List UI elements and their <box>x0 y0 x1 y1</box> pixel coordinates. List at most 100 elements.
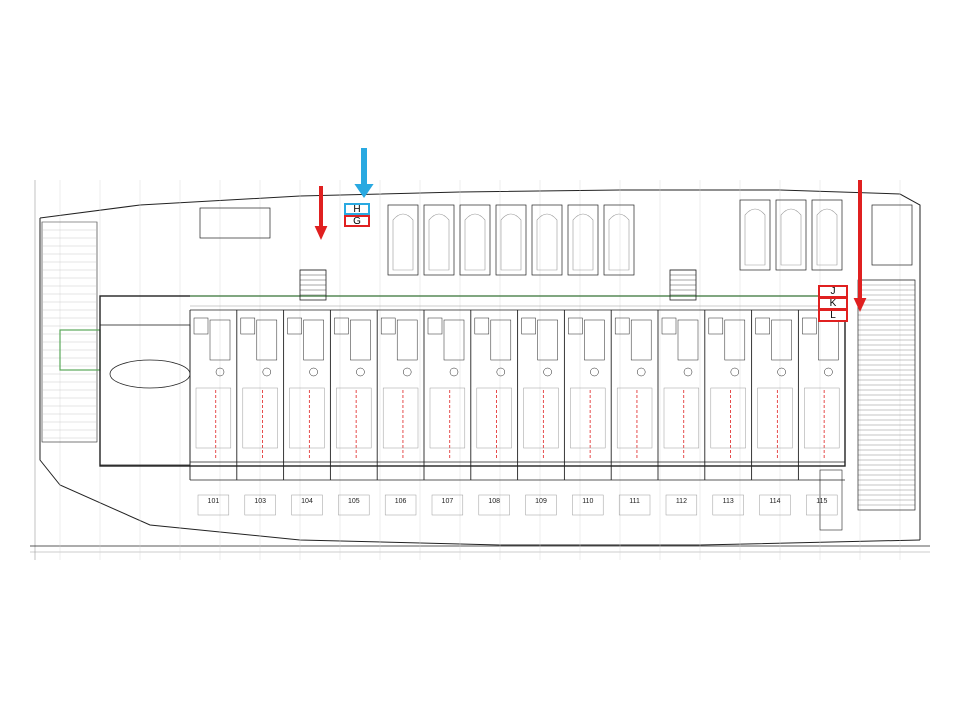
stairs <box>299 269 327 301</box>
unit-wet-area <box>490 319 512 361</box>
unit-tag <box>618 494 651 516</box>
unit-room <box>663 387 700 449</box>
unit-fixture <box>730 367 740 377</box>
unit-door <box>661 317 677 335</box>
car-outline <box>608 213 630 271</box>
stall-outline <box>531 204 563 276</box>
arrow-down-blue-icon <box>354 148 374 198</box>
building-outline <box>99 295 846 467</box>
unit-number: 114 <box>769 498 780 505</box>
unit-fixture <box>777 367 786 377</box>
unit-fixture <box>309 367 318 377</box>
unit-fixture <box>824 367 833 377</box>
unit-tag <box>338 494 370 516</box>
unit-room <box>336 387 372 449</box>
unit-room <box>616 387 653 449</box>
unit-wet-area <box>818 319 839 361</box>
car-outline <box>536 213 558 271</box>
unit-room <box>757 387 793 449</box>
unit-wet-area <box>630 319 652 361</box>
lobby-oval <box>109 359 191 389</box>
unit-fixture <box>496 367 506 377</box>
unit-number: 104 <box>301 498 313 505</box>
parking-stall <box>459 204 491 276</box>
stairs <box>669 269 697 301</box>
unit-wet-area <box>537 319 558 361</box>
unit-number: 112 <box>676 498 687 505</box>
unit-fixture <box>215 367 225 377</box>
unit-bay: 108 <box>470 310 512 516</box>
parking-stall-west <box>199 207 271 239</box>
unit-wet-area <box>771 319 792 361</box>
unit-bay: 106 <box>376 310 419 516</box>
unit-fixture <box>402 367 412 377</box>
arrow-head <box>314 226 328 240</box>
stall-outline <box>495 204 527 276</box>
unit-room <box>804 387 840 449</box>
arrow-head <box>354 184 374 198</box>
site-boundary-north <box>39 189 921 540</box>
stall-outline <box>775 199 807 271</box>
stall-outline <box>811 199 843 271</box>
unit-number: 101 <box>208 498 220 505</box>
unit-bay: 110 <box>563 310 606 516</box>
unit-door <box>474 317 490 335</box>
marker-h: H <box>344 203 370 215</box>
parking-stall <box>603 204 635 276</box>
unit-door <box>380 317 396 335</box>
marker-g: G <box>344 215 370 227</box>
unit-bay: 112 <box>657 310 700 516</box>
car-outline <box>780 208 802 266</box>
car-outline <box>744 208 766 266</box>
unit-bay: 114 <box>751 310 793 516</box>
east-stair-box <box>819 469 843 531</box>
parking-stall <box>775 199 807 271</box>
parking-stall <box>739 199 771 271</box>
unit-bay: 115 <box>797 310 840 516</box>
stall-outline <box>459 204 491 276</box>
parking-stall <box>567 204 599 276</box>
unit-fixture <box>543 367 552 377</box>
unit-wet-area <box>584 319 605 361</box>
unit-number: 115 <box>816 498 827 505</box>
ramp-outline <box>857 279 916 511</box>
parking-stall-east <box>871 204 913 266</box>
unit-bay: 113 <box>704 310 746 516</box>
unit-bay: 107 <box>423 310 466 516</box>
car-outline <box>572 213 594 271</box>
unit-room <box>429 387 466 449</box>
unit-door <box>287 317 302 335</box>
parking-stall <box>387 204 419 276</box>
arrow-down-red-icon <box>314 186 328 240</box>
east-ramp <box>857 279 916 511</box>
stall-outline <box>739 199 771 271</box>
unit-tag <box>712 494 744 516</box>
unit-number: 106 <box>395 498 407 505</box>
unit-tag <box>525 494 557 516</box>
unit-room <box>289 387 325 449</box>
parking-stall <box>423 204 455 276</box>
unit-room <box>242 387 278 449</box>
unit-door <box>427 317 443 335</box>
plaza-outline <box>41 221 98 443</box>
car-outline <box>500 213 522 271</box>
unit-door <box>708 317 724 335</box>
stall-outline <box>423 204 455 276</box>
unit-door <box>755 317 770 335</box>
unit-door <box>614 317 630 335</box>
unit-fixture <box>449 367 459 377</box>
unit-tag <box>291 494 323 516</box>
unit-fixture <box>636 367 646 377</box>
marker-l: L <box>818 309 848 322</box>
unit-door <box>568 317 583 335</box>
unit-fixture <box>683 367 693 377</box>
unit-bay: 101 <box>189 310 232 516</box>
unit-room <box>382 387 419 449</box>
parking-stall <box>495 204 527 276</box>
unit-wet-area <box>209 319 231 361</box>
unit-fixture <box>356 367 365 377</box>
unit-tag <box>244 494 276 516</box>
unit-tag <box>665 494 698 516</box>
